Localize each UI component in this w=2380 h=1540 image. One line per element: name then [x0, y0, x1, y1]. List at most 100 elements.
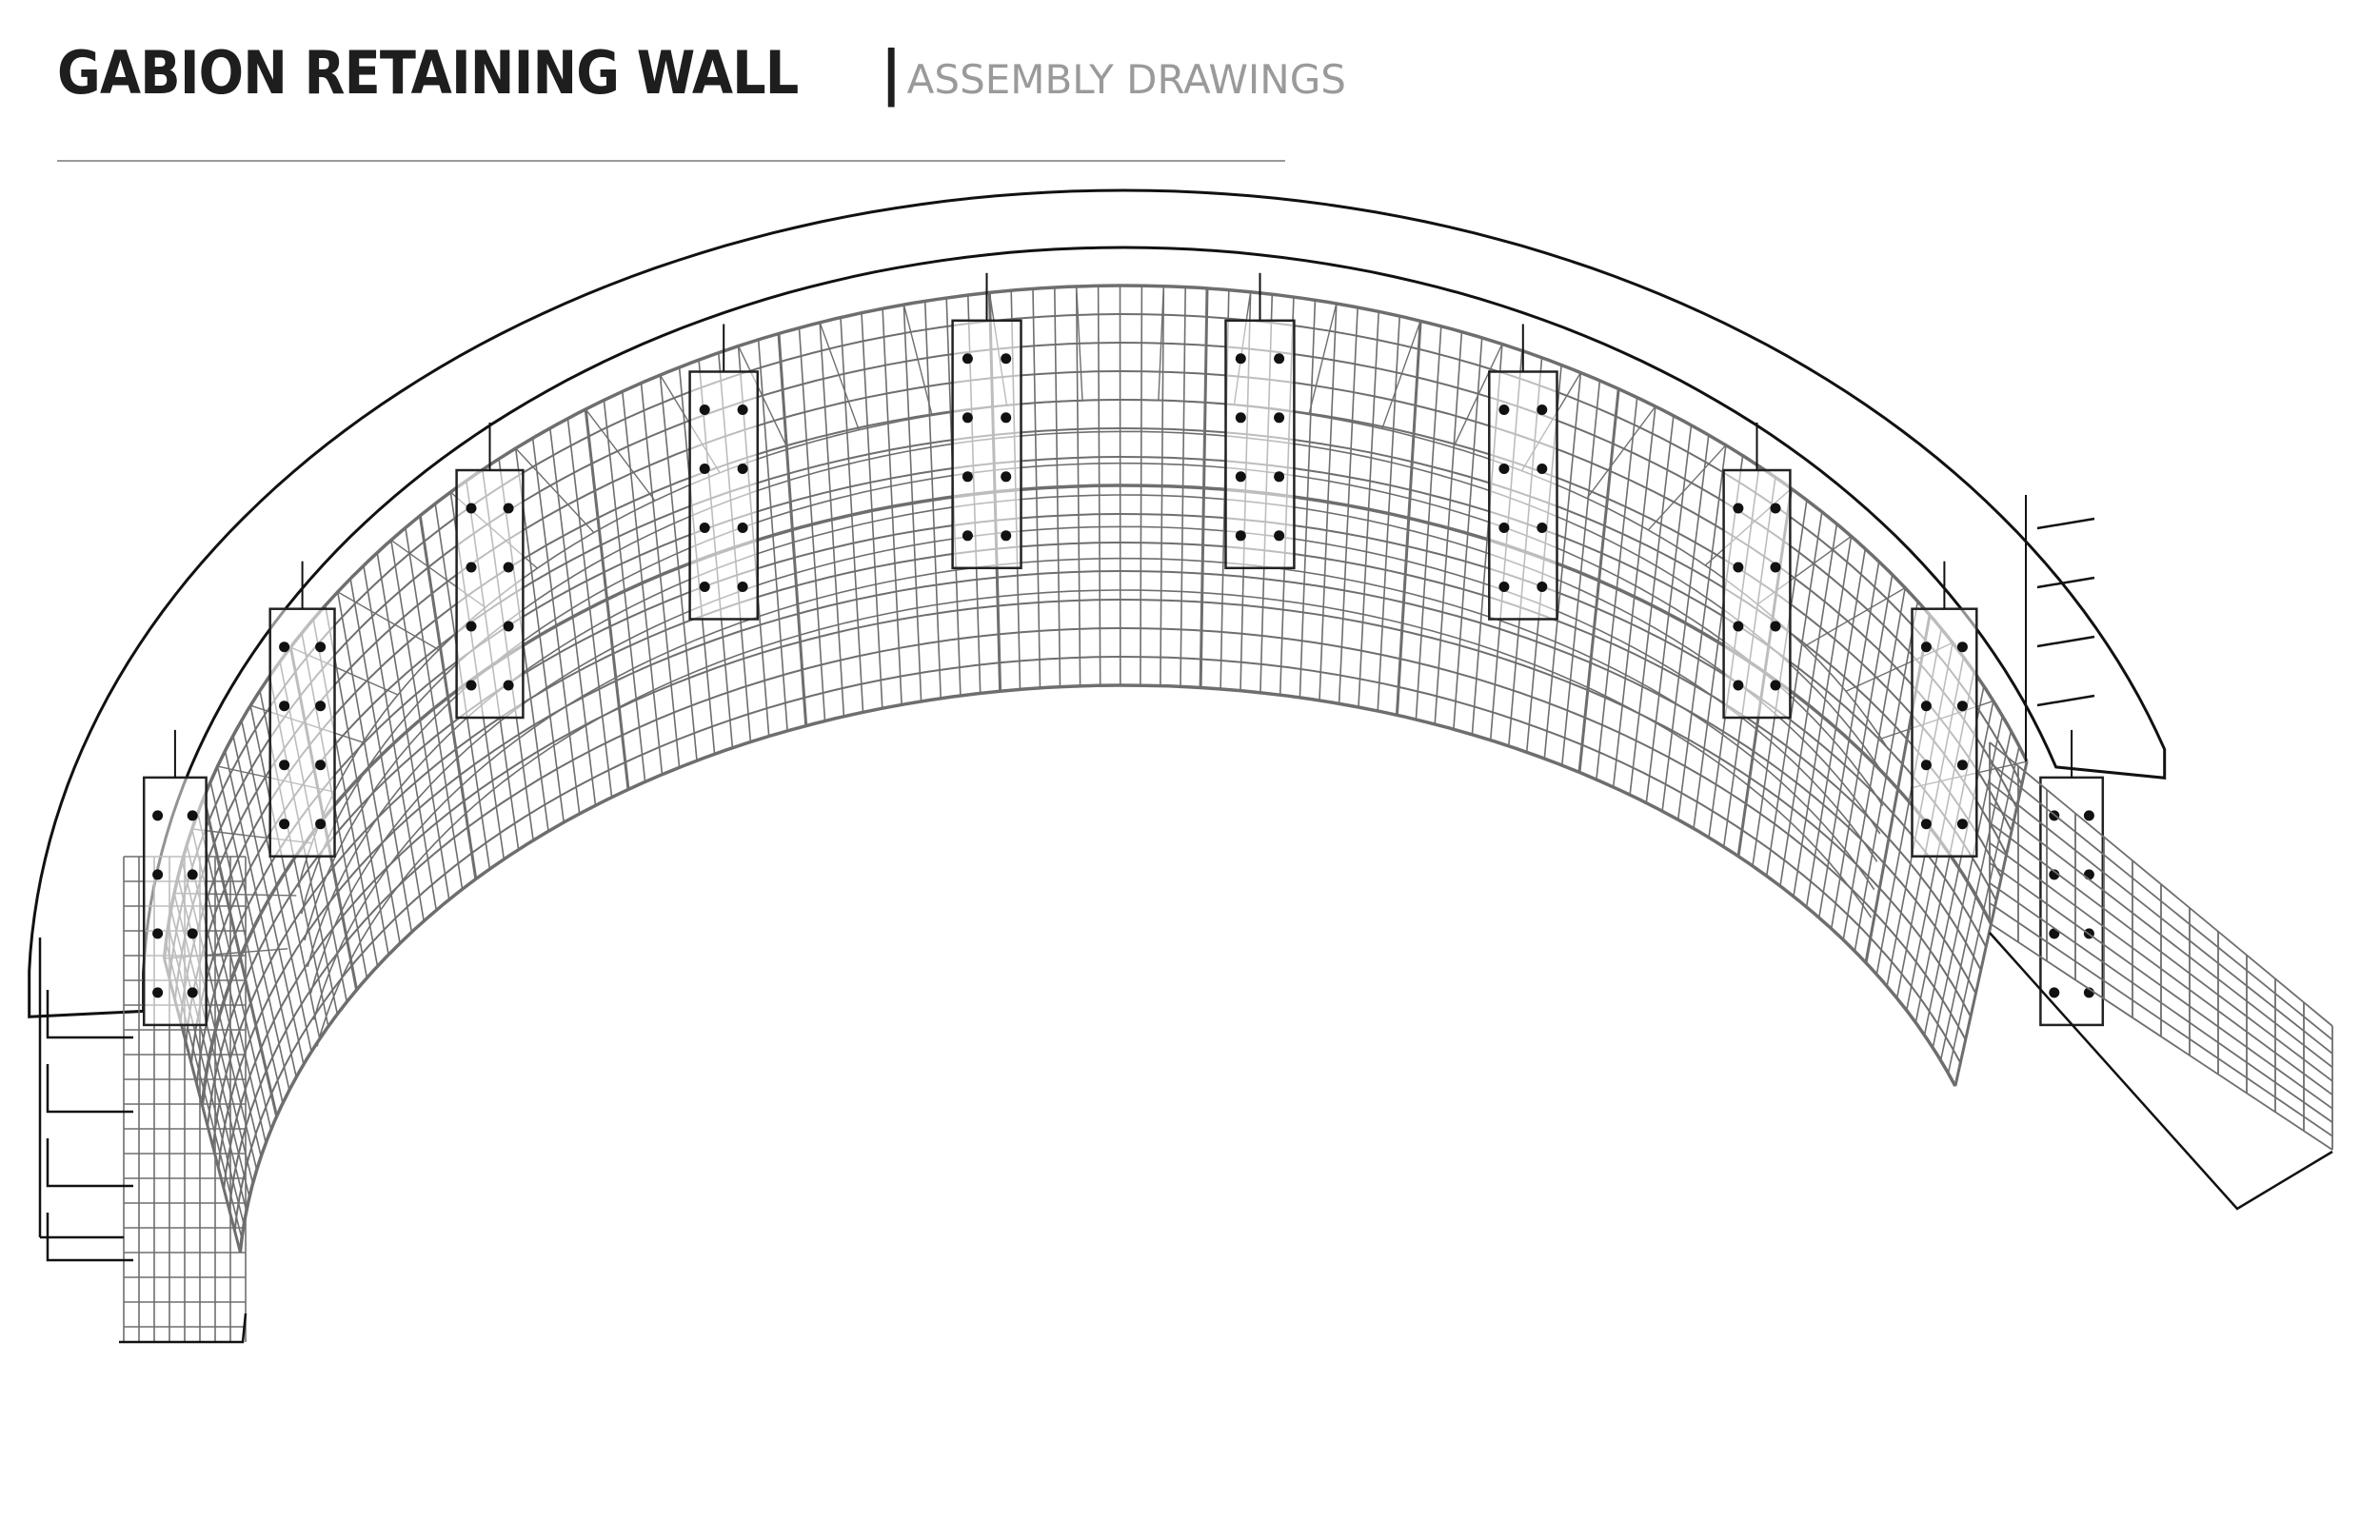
mesh-vertical-wire	[1765, 511, 1823, 877]
bolt	[1733, 503, 1744, 514]
anchor-plate	[142, 729, 208, 1027]
bolt	[737, 523, 748, 533]
mesh-back-wire	[307, 494, 1881, 968]
mesh-tie-wire	[902, 304, 933, 416]
mesh-vertical-wire	[224, 750, 297, 1077]
bolt	[279, 642, 290, 653]
right-bracket	[2036, 635, 2095, 648]
bolt	[1537, 523, 1548, 533]
mesh-vertical-wire	[196, 813, 272, 1130]
bolt	[1498, 464, 1510, 474]
bolt	[1920, 701, 1932, 712]
tail-horizontal-wire	[1989, 761, 2333, 1041]
bolt	[466, 621, 477, 632]
mesh-vertical-wire	[336, 591, 401, 944]
bolt	[152, 810, 164, 821]
tail-base-outline	[1989, 932, 2333, 1211]
mesh-vertical-wire	[1160, 286, 1165, 686]
mesh-vertical-wire	[549, 427, 597, 806]
mesh-back-wire	[316, 589, 1873, 1047]
mesh-tie-wire	[1381, 320, 1421, 429]
bolt	[466, 503, 477, 514]
bolt	[1770, 562, 1781, 573]
mesh-vertical-wire	[202, 797, 279, 1117]
bolt	[315, 819, 327, 830]
mesh-vertical-wire	[1939, 730, 2013, 1061]
mesh-vertical-wire	[840, 317, 864, 713]
mesh-vertical-wire	[622, 391, 664, 775]
bolt	[503, 680, 514, 691]
tail-horizontal-wire	[1989, 922, 2333, 1151]
anchor-plate	[455, 423, 525, 720]
anchor-plate	[2039, 729, 2105, 1027]
bolt	[1733, 621, 1744, 632]
mesh-vertical-wire	[1612, 405, 1656, 787]
mesh-vertical-wire	[1661, 435, 1710, 812]
mesh-back-wire	[300, 430, 1887, 915]
mesh-leg-base	[119, 1313, 248, 1344]
anchor-plate	[1224, 272, 1296, 570]
mesh-tie-wire	[1586, 405, 1656, 500]
mesh-vertical-wire	[1319, 303, 1338, 701]
mesh-vertical-wire	[1199, 287, 1209, 688]
bolt	[737, 464, 748, 474]
bolt	[2049, 987, 2060, 998]
bolt	[503, 621, 514, 632]
bolt	[152, 869, 164, 880]
mesh-vertical-wire	[209, 781, 284, 1104]
bolt	[1274, 530, 1285, 542]
bolt	[187, 869, 198, 880]
mesh-tie-wire	[515, 447, 595, 533]
drawing-subtitle: ASSEMBLY DRAWINGS	[906, 56, 1346, 103]
bolt	[1274, 412, 1285, 424]
bolt	[315, 760, 327, 771]
mesh-vertical-wire	[1395, 321, 1422, 716]
mesh-vertical-wire	[1779, 523, 1838, 887]
mesh-vertical-wire	[1629, 415, 1675, 796]
mesh-horizontal-wire	[233, 655, 1962, 1232]
mesh-tie-wire	[1158, 286, 1164, 401]
right-bracket	[2036, 694, 2095, 707]
mesh-tie-wire	[337, 591, 440, 651]
bolt	[503, 503, 514, 514]
bolt	[1274, 471, 1285, 483]
mesh-vertical-wire	[603, 400, 646, 782]
straight-gabion-section	[1989, 741, 2333, 1211]
mesh-vertical-wire	[566, 418, 613, 798]
mesh-vertical-wire	[376, 552, 438, 911]
wall-brackets	[38, 495, 2095, 1262]
bolt	[279, 760, 290, 771]
mesh-vertical-wire	[1358, 311, 1379, 708]
bolt	[1770, 621, 1781, 632]
tail-horizontal-wire	[1989, 861, 2333, 1110]
mesh-back-wire	[313, 557, 1875, 1020]
mesh-vertical-wire	[798, 327, 826, 721]
mesh-vertical-wire	[1830, 574, 1894, 929]
mesh-vertical-wire	[640, 383, 681, 768]
bolt	[466, 562, 477, 573]
mesh-vertical-wire	[1645, 424, 1693, 803]
tail-horizontal-wire	[1989, 902, 2333, 1137]
bolt	[1001, 353, 1012, 365]
mesh-vertical-wire	[363, 565, 425, 921]
mesh-vertical-wire	[1805, 548, 1867, 908]
bolt	[1920, 642, 1932, 653]
mesh-vertical-wire	[232, 735, 305, 1065]
bolt	[2083, 869, 2094, 880]
mesh-vertical-wire	[1947, 745, 2020, 1074]
bolt	[962, 353, 973, 365]
mesh-vertical-wire	[861, 312, 883, 709]
bolt	[1956, 642, 1968, 653]
bolt	[1274, 353, 1285, 365]
anchor-plate	[1722, 423, 1792, 720]
bolt	[699, 582, 710, 592]
bolt	[2049, 928, 2060, 939]
mesh-horizontal-wire	[238, 683, 1957, 1253]
mesh-vertical-wire	[1377, 316, 1400, 712]
left-bracket	[46, 1213, 133, 1262]
mesh-vertical-wire	[757, 339, 788, 731]
mesh-back-wire	[309, 525, 1878, 994]
mesh-vertical-wire	[659, 374, 698, 761]
anchor-plate	[1488, 324, 1558, 621]
